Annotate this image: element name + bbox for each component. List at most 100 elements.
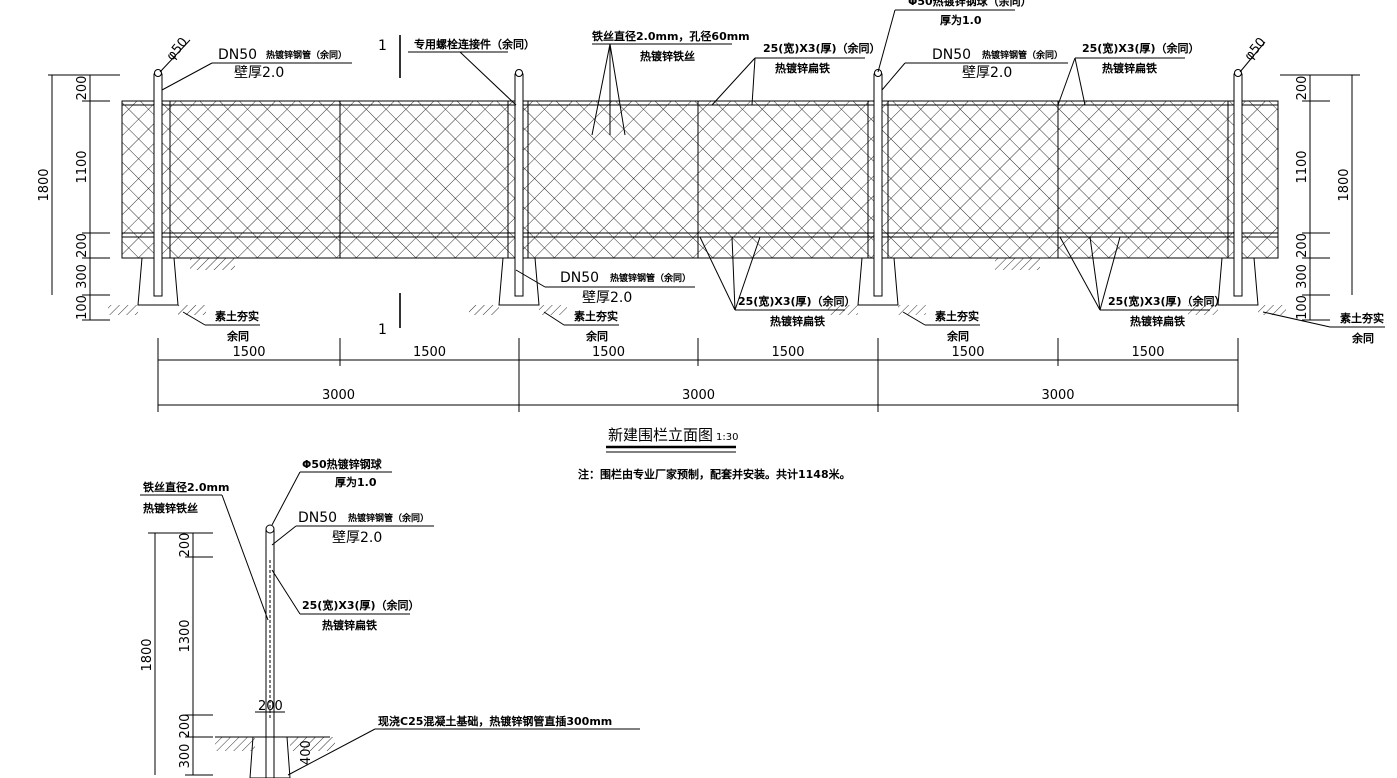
drawing-scale: 1:30 bbox=[716, 432, 738, 443]
ball-label: Φ50热镀锌钢球 bbox=[302, 457, 383, 471]
steel-ball bbox=[515, 69, 523, 77]
soil-label-2: 余同 bbox=[585, 329, 608, 343]
dim-label: 200 bbox=[1295, 233, 1310, 258]
dim-1500: 1500 bbox=[592, 345, 625, 360]
post-diameter-label: φ50 bbox=[164, 35, 192, 64]
dim-label: 1100 bbox=[75, 150, 90, 183]
dim-label: 100 bbox=[1295, 295, 1310, 320]
soil-hatch bbox=[190, 258, 235, 270]
dim-1500: 1500 bbox=[1131, 345, 1164, 360]
steel-ball bbox=[1234, 69, 1242, 77]
flat-iron-label: 25(宽)X3(厚)（余同） bbox=[738, 294, 856, 308]
section-mark: 1 bbox=[378, 322, 387, 338]
post-diameter-label: φ50 bbox=[1242, 35, 1270, 64]
soil-label-2: 余同 bbox=[226, 329, 249, 343]
dim-1500: 1500 bbox=[413, 345, 446, 360]
ball-label-2: 厚为1.0 bbox=[940, 13, 982, 27]
soil-label-2: 余同 bbox=[1351, 331, 1374, 345]
flat-iron-label: 25(宽)X3(厚)（余同） bbox=[1108, 294, 1226, 308]
dim-label: 200 bbox=[178, 533, 193, 558]
dim-label: 100 bbox=[75, 295, 90, 320]
soil-label: 素土夯实 bbox=[215, 309, 259, 323]
flat-iron-label-2: 热镀锌扁铁 bbox=[1130, 314, 1185, 328]
dim-total: 1800 bbox=[140, 638, 155, 671]
dim-3000: 3000 bbox=[682, 388, 715, 403]
dim-total: 1800 bbox=[37, 168, 52, 201]
soil-label: 素土夯实 bbox=[1340, 311, 1384, 325]
dim-label: 200 bbox=[75, 233, 90, 258]
soil-hatch bbox=[1258, 305, 1286, 315]
dim-label: 300 bbox=[1295, 264, 1310, 289]
pipe-label: DN50 bbox=[298, 510, 337, 526]
wire-label-2: 热镀锌铁丝 bbox=[640, 49, 695, 63]
wire-mesh bbox=[121, 100, 1279, 259]
wall-label: 壁厚2.0 bbox=[582, 290, 632, 306]
elevation-dimensions: 200 1100 200 300 100 200 1100 200 300 100 1800 1800… bbox=[37, 74, 1353, 412]
dim-label: 200 bbox=[1295, 76, 1310, 101]
pipe-spec-label: 热镀锌钢管（余同） bbox=[610, 272, 691, 284]
flat-iron-label-2: 热镀锌扁铁 bbox=[770, 314, 825, 328]
width-label: 200 bbox=[258, 699, 283, 714]
flat-iron-label-2: 热镀锌扁铁 bbox=[1102, 61, 1157, 75]
soil-label-2: 余同 bbox=[946, 329, 969, 343]
dim-label: 300 bbox=[178, 744, 193, 769]
wall-label: 壁厚2.0 bbox=[234, 65, 284, 81]
flat-iron-label-2: 热镀锌扁铁 bbox=[322, 618, 377, 632]
callouts: φ50 φ50 DN50 热镀锌钢管（余同） 壁厚2.0 专用螺栓连接件（余同）… bbox=[159, 0, 1270, 328]
wire-label: 铁丝直径2.0mm bbox=[143, 480, 229, 494]
line bbox=[182, 311, 206, 326]
pipe-spec-label: 热镀锌钢管（余同） bbox=[266, 49, 347, 61]
flat-iron-label: 25(宽)X3(厚)（余同） bbox=[302, 598, 420, 612]
section-view: 200 400 铁丝直径2.0mm 热镀锌铁丝 Φ50热镀锌钢球 厚为1.0 D… bbox=[140, 457, 640, 778]
dim-label: 200 bbox=[178, 714, 193, 739]
ball-label: Φ50热镀锌钢球（余同） bbox=[908, 0, 1032, 8]
line bbox=[543, 311, 565, 326]
dim-total: 1800 bbox=[1337, 168, 1352, 201]
soil-hatch bbox=[898, 305, 926, 315]
steel-post bbox=[514, 73, 524, 297]
soil-hatch bbox=[469, 305, 499, 315]
flat-iron-label: 25(宽)X3(厚)（余同） bbox=[763, 41, 881, 55]
note: 注：围栏由专业厂家预制，配套并安装。共计1148米。 bbox=[578, 467, 851, 481]
dim-1500: 1500 bbox=[232, 345, 265, 360]
pipe-label: DN50 bbox=[218, 47, 257, 63]
wire-label-2: 热镀锌铁丝 bbox=[143, 501, 198, 515]
pipe-spec-label: 热镀锌钢管（余同） bbox=[348, 512, 429, 524]
pipe-label: DN50 bbox=[560, 270, 599, 286]
dim-label: 1100 bbox=[1295, 150, 1310, 183]
soil-hatch bbox=[995, 258, 1040, 270]
wall-label: 壁厚2.0 bbox=[962, 65, 1012, 81]
steel-ball bbox=[874, 69, 882, 77]
dim-1500: 1500 bbox=[951, 345, 984, 360]
line bbox=[1262, 311, 1331, 328]
dim-3000: 3000 bbox=[322, 388, 355, 403]
dim-label: 300 bbox=[75, 264, 90, 289]
drawing-title: 新建围栏立面图 bbox=[608, 426, 713, 444]
flat-iron-label: 25(宽)X3(厚)（余同） bbox=[1082, 41, 1200, 55]
line bbox=[902, 311, 926, 326]
foundation-label: 现浇C25混凝土基础，热镀锌钢管直插300mm bbox=[378, 714, 612, 728]
depth-label: 400 bbox=[299, 740, 314, 765]
fence-elevation: 1 1 φ50 φ50 DN50 热镀锌钢管（余同） 壁厚2.0 专用螺栓连接件… bbox=[37, 0, 1385, 481]
steel-post bbox=[153, 73, 163, 297]
dim-label: 200 bbox=[75, 76, 90, 101]
soil-label: 素土夯实 bbox=[935, 309, 979, 323]
steel-ball bbox=[154, 69, 162, 77]
dim-1500: 1500 bbox=[771, 345, 804, 360]
steel-post bbox=[1233, 73, 1243, 297]
steel-post bbox=[873, 73, 883, 297]
pipe-spec-label: 热镀锌钢管（余同） bbox=[982, 49, 1063, 61]
soil-hatch bbox=[178, 305, 206, 315]
section-mark: 1 bbox=[378, 38, 387, 54]
ball-label-2: 厚为1.0 bbox=[335, 475, 377, 489]
bolt-label: 专用螺栓连接件（余同） bbox=[414, 37, 535, 51]
soil-hatch bbox=[539, 305, 567, 315]
pipe-label: DN50 bbox=[932, 47, 971, 63]
soil-hatch bbox=[108, 305, 138, 315]
wire-label: 铁丝直径2.0mm，孔径60mm bbox=[592, 29, 750, 43]
dim-3000: 3000 bbox=[1041, 388, 1074, 403]
soil-label: 素土夯实 bbox=[574, 309, 618, 323]
